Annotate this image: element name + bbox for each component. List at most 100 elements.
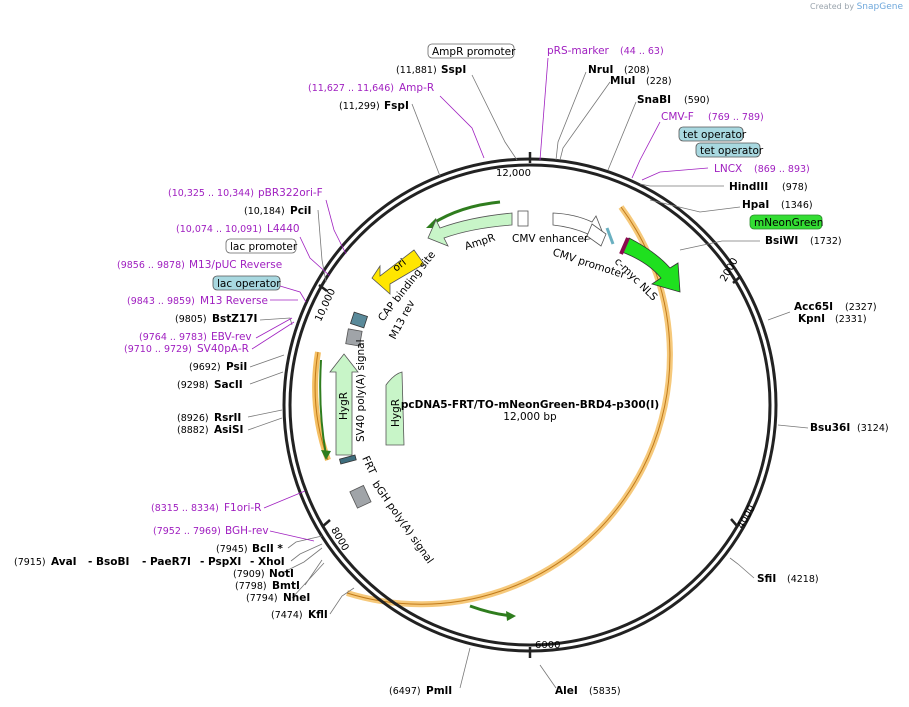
enzyme-asisi-pos: (8882) — [177, 425, 209, 436]
enzyme-alei-pos: (5835) — [589, 686, 621, 697]
enzyme-kfli-pos: (7474) — [271, 610, 303, 621]
frt-feature — [339, 454, 357, 465]
primer-f1ori-r: F1ori-R — [224, 502, 261, 514]
enzyme-pcii: PciI — [290, 205, 311, 217]
primer-prs-marker-pos: (44 .. 63) — [620, 46, 664, 57]
enzyme-hindiii: HindIII — [729, 181, 768, 193]
hygr-label-2: HygR — [390, 399, 402, 427]
primer-ebv-rev-pos: (9764 .. 9783) — [139, 332, 207, 343]
enzyme-bcli-pos: (7945) — [216, 544, 248, 555]
primer-bgh-rev-pos: (7952 .. 7969) — [153, 526, 221, 537]
enzyme-nrui-pos: (208) — [624, 65, 650, 76]
enzyme-bsobi: - BsoBI — [88, 556, 129, 568]
enzyme-sfii: SfiI — [757, 573, 776, 585]
primer-pbr322ori-f-pos: (10,325 .. 10,344) — [168, 188, 254, 199]
enzyme-pspxi: - PspXI — [200, 556, 241, 568]
enzyme-xhoi: - XhoI — [250, 556, 285, 568]
lac-operator-box: lac operator — [212, 275, 281, 291]
enzyme-noti-pos: (7909) — [233, 569, 265, 580]
enzyme-sspi-pos: (11,881) — [396, 65, 437, 76]
enzyme-hpai: HpaI — [742, 199, 769, 211]
frt-label: FRT — [359, 454, 378, 477]
snapgene-logo-text: SnapGene — [856, 2, 903, 12]
green-arrowhead-left — [321, 450, 331, 460]
enzyme-sacii: SacII — [214, 379, 243, 391]
bgh-polya-feature — [349, 484, 372, 509]
enzyme-sacii-pos: (9298) — [177, 380, 209, 391]
cmyc-nls-marker — [619, 237, 630, 255]
mneongreen-label: mNeonGreen — [754, 217, 823, 229]
primer-bgh-rev: BGH-rev — [225, 525, 269, 537]
primer-l4440: L4440 — [267, 223, 300, 235]
enzyme-kpni: KpnI — [798, 313, 825, 325]
enzyme-nhei: NheI — [283, 592, 310, 604]
credit-text: Created by — [810, 2, 855, 11]
primer-prs-marker: pRS-marker — [547, 45, 610, 57]
enzyme-mlui-pos: (228) — [646, 76, 672, 87]
tick-label-12000: 12,000 — [496, 168, 531, 179]
enzyme-fspi-pos: (11,299) — [339, 101, 380, 112]
primer-m13-reverse-pos: (9843 .. 9859) — [127, 296, 195, 307]
orf-inner-line — [346, 206, 671, 605]
snapgene-credit: Created by SnapGene — [810, 2, 903, 12]
primer-leaders — [251, 57, 709, 542]
hygr-label-1: HygR — [338, 392, 350, 420]
sv40-polya-signal-label: SV40 poly(A) signal — [355, 339, 367, 442]
enzyme-kfli: KflI — [308, 609, 328, 621]
enzyme-psii-pos: (9692) — [189, 362, 221, 373]
enzyme-alei: AleI — [555, 685, 578, 697]
backbone-inner — [288, 163, 772, 647]
enzyme-bsiwi: BsiWI — [765, 235, 798, 247]
enzyme-irui: NruI — [588, 64, 613, 76]
primer-sv40pa-r-pos: (9710 .. 9729) — [124, 344, 192, 355]
lac-region-marker — [349, 311, 369, 329]
hygr-feature-2 — [385, 371, 405, 446]
sv40-polya-feature — [345, 328, 363, 347]
ampr-promoter-box: AmpR promoter — [427, 43, 516, 59]
primer-cmv-f-pos: (769 .. 789) — [708, 112, 764, 123]
primer-ebv-rev: EBV-rev — [211, 331, 252, 343]
primer-lncx-pos: (869 .. 893) — [754, 164, 810, 175]
mneongreen-box: mNeonGreen — [749, 214, 823, 230]
enzyme-hindiii-pos: (978) — [782, 182, 808, 193]
enzyme-acc65i-pos: (2327) — [845, 302, 877, 313]
primer-m13-puc-reverse: M13/pUC Reverse — [189, 259, 282, 271]
enzyme-avai-pos: (7915) — [14, 557, 46, 568]
enzyme-bsu36i-pos: (3124) — [857, 423, 889, 434]
enzyme-leaders — [247, 71, 809, 689]
ampr-label: AmpR — [463, 232, 497, 253]
primer-cmv-f: CMV-F — [661, 111, 694, 123]
enzyme-bmti: BmtI — [272, 580, 300, 592]
primer-amp-r-pos: (11,627 .. 11,646) — [308, 83, 394, 94]
enzyme-asisi: AsiSI — [214, 424, 243, 436]
primer-f1ori-r-pos: (8315 .. 8334) — [151, 503, 219, 514]
ori-feature — [371, 249, 425, 295]
enzyme-rsrii-pos: (8926) — [177, 413, 209, 424]
mneongreen-feature — [621, 237, 681, 293]
primer-l4440-pos: (10,074 .. 10,091) — [176, 224, 262, 235]
enzyme-fspi: FspI — [384, 100, 409, 112]
tick-marks — [318, 152, 742, 658]
ampr-promoter-label: AmpR promoter — [432, 46, 516, 58]
enzyme-noti: NotI — [269, 568, 294, 580]
enzyme-psii: PsiI — [226, 361, 247, 373]
primer-m13-reverse: M13 Reverse — [200, 295, 268, 307]
primer-pbr322ori-f: pBR322ori-F — [258, 187, 323, 199]
enzyme-sfii-pos: (4218) — [787, 574, 819, 585]
cmv-promoter-feature — [586, 223, 607, 247]
tet-operator-marker — [605, 227, 615, 245]
enzyme-snabi: SnaBI — [637, 94, 671, 106]
tick-label-4000: 4000 — [736, 504, 758, 532]
plasmid-name: pcDNA5-FRT/TO-mNeonGreen-BRD4-p300(I) — [401, 399, 659, 411]
enzyme-pmli: PmlI — [426, 685, 452, 697]
enzyme-bstz17i-pos: (9805) — [175, 314, 207, 325]
enzyme-bsu36i: Bsu36I — [810, 422, 850, 434]
tet-operator-box-2: tet operator — [695, 142, 764, 158]
ampr-promoter-feature — [517, 210, 529, 227]
enzyme-bstz17i: BstZ17I — [212, 313, 257, 325]
tet-operator-label-2: tet operator — [700, 145, 764, 157]
bgh-polya-signal-label: bGH poly(A) signal — [370, 479, 436, 566]
lac-promoter-box: lac promoter — [225, 238, 298, 254]
primer-sv40pa-r: SV40pA-R — [197, 343, 249, 355]
